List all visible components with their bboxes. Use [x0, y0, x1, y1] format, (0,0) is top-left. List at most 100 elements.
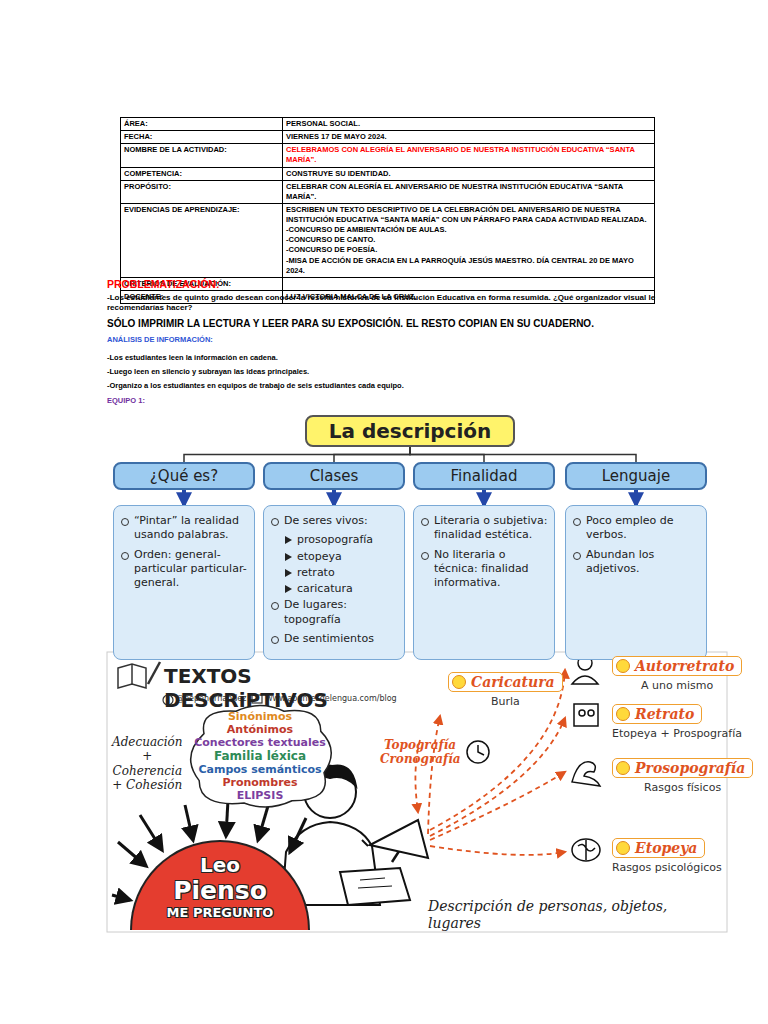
- table-cell: ÁREA:: [121, 118, 283, 131]
- bullet-item: caricatura: [269, 582, 399, 596]
- table-cell: VIERNES 17 DE MAYO 2024.: [283, 131, 655, 144]
- self-portrait-icon-part: [572, 676, 598, 684]
- bullet-dot: [573, 552, 581, 560]
- bullet-item: No literaria o técnica: finalidad inform…: [419, 548, 549, 591]
- bullet-dot: [271, 602, 279, 610]
- bullet-dot: [573, 518, 581, 526]
- dashed-arrow-part: [430, 772, 565, 840]
- callout-subtitle: Rasgos psicológicos: [612, 861, 722, 874]
- bullet-item: Abundan los adjetivos.: [571, 548, 701, 577]
- down-arrow: [182, 490, 186, 505]
- callout-box: Autorretrato: [612, 656, 742, 676]
- table-row: FECHA: VIERNES 17 DE MAYO 2024.: [121, 131, 655, 144]
- bullet-dot: [121, 518, 129, 526]
- tree-line: [334, 447, 410, 462]
- clock-icon-part: [467, 741, 489, 763]
- content-box: Poco empleo de verbos.Abundan los adjeti…: [565, 505, 707, 660]
- table-cell: FECHA:: [121, 131, 283, 144]
- category-box: Clases: [263, 462, 405, 490]
- brain-icon: [572, 839, 600, 861]
- image-caption: Descripción de personas, objetos, lugare…: [428, 898, 724, 932]
- table-cell-text: -CONCURSO DE AMBIENTACIÓN DE AULAS.: [286, 225, 651, 235]
- bullet-arrow: [285, 585, 292, 593]
- box-text: La descripción: [315, 419, 505, 443]
- dashed-arrow-part: [428, 716, 440, 834]
- portrait-frame-icon-part: [588, 710, 594, 716]
- callout-box: Prosopografía: [612, 758, 753, 778]
- dashed-arrow-part: [430, 846, 565, 855]
- table-cell: NOMBRE DE LA ACTIVIDAD:: [121, 144, 283, 167]
- box-text: Finalidad: [419, 467, 549, 485]
- content-box: Literaria o subjetiva: finalidad estétic…: [413, 505, 555, 660]
- bullet-dot: [271, 518, 279, 526]
- callout-subtitle: Rasgos físicos: [612, 781, 753, 794]
- table-cell: ESCRIBEN UN TEXTO DESCRIPTIVO DE LA CELE…: [283, 203, 655, 277]
- type-callout: ProsopografíaRasgos físicos: [612, 758, 753, 794]
- table-row: EVIDENCIAS DE APRENDIZAJE: ESCRIBEN UN TE…: [121, 203, 655, 277]
- table-cell-text: ÁREA:: [124, 119, 279, 129]
- brain-icon-part: [578, 840, 595, 860]
- box-text: ¿Qué es?: [119, 467, 249, 485]
- table-cell-text: -MISA DE ACCIÓN DE GRACIA EN LA PARROQUÍ…: [286, 256, 651, 276]
- tree-line: [410, 447, 636, 462]
- callout-heading: Autorretrato: [635, 658, 734, 674]
- arm-icon: [572, 762, 600, 786]
- book-icon-part: [118, 664, 146, 688]
- dashed-arrow-part: [430, 718, 565, 836]
- arm-icon-part: [572, 762, 600, 786]
- clock-icon-part: [478, 745, 484, 755]
- table-cell: PROPÓSITO:: [121, 180, 283, 203]
- vocabulary-word: Pronombres: [188, 776, 332, 789]
- callout-subtitle: Etopeya + Prospografía: [612, 727, 742, 740]
- step-text: -Organizo a los estudiantes en equipos d…: [107, 381, 667, 390]
- input-arrow-part: [258, 806, 268, 840]
- table-row: COMPETENCIA:CONSTRUYE SU IDENTIDAD.: [121, 167, 655, 180]
- bullet-item: Literaria o subjetiva: finalidad estétic…: [419, 514, 549, 543]
- vocabulary-word: Familia léxica: [188, 749, 332, 763]
- category-box: Finalidad: [413, 462, 555, 490]
- box-text: Clases: [269, 467, 399, 485]
- category-box: ¿Qué es?: [113, 462, 255, 490]
- bullet-dot: [121, 552, 129, 560]
- lightbulb-icon: [616, 707, 630, 721]
- bullet-item: De seres vivos:: [269, 514, 399, 528]
- megaphone-part: [362, 840, 368, 846]
- down-arrow: [482, 490, 486, 505]
- bullet-item: “Pintar” la realidad usando palabras.: [119, 514, 249, 543]
- table-cell-text: ESCRIBEN UN TEXTO DESCRIPTIVO DE LA CELE…: [286, 205, 651, 225]
- type-callout: CaricaturaBurla: [448, 672, 563, 708]
- bullet-dot: [271, 636, 279, 644]
- table-cell-text: FECHA:: [124, 132, 279, 142]
- table-cell-text: CELEBRAR CON ALEGRÍA EL ANIVERSARIO DE N…: [286, 182, 651, 202]
- table-row: NOMBRE DE LA ACTIVIDAD:CELEBRAMOS CON AL…: [121, 144, 655, 167]
- callout-heading: Etopeya: [635, 840, 697, 856]
- bullet-item: etopeya: [269, 550, 399, 564]
- reading-step: ME PREGUNTO: [132, 906, 308, 921]
- header-table: ÁREA: PERSONAL SOCIAL. FECHA: VIERNES 17 DE…: [120, 117, 655, 304]
- image-frame: [107, 652, 727, 932]
- lightbulb-icon: [452, 675, 466, 689]
- callout-box: Retrato: [612, 704, 702, 724]
- vocabulary-word: Sinónimos: [188, 710, 332, 723]
- team-heading: EQUIPO 1:: [107, 396, 307, 405]
- self-portrait-icon: [572, 656, 598, 684]
- input-arrow-part: [118, 842, 146, 866]
- table-cell: PERSONAL SOCIAL.: [283, 118, 655, 131]
- lightbulb-icon: [616, 841, 630, 855]
- bullet-item: De lugares: topografía: [269, 598, 399, 627]
- down-arrow: [634, 490, 638, 505]
- input-arrow-part: [140, 815, 162, 850]
- reading-step: Pienso: [132, 877, 308, 906]
- lightbulb-icon: [616, 659, 630, 673]
- bullet-dot: [421, 518, 429, 526]
- table-cell-text: COMPETENCIA:: [124, 169, 279, 179]
- megaphone-part: [370, 820, 428, 858]
- input-arrow-part: [185, 805, 193, 840]
- table-cell-text: EVIDENCIAS DE APRENDIZAJE:: [124, 205, 279, 215]
- vocabulary-cloud: SinónimosAntónimosConectores textualesFa…: [180, 700, 340, 812]
- bullet-item: prosopografía: [269, 533, 399, 547]
- portrait-frame-icon: [574, 704, 598, 726]
- problem-text: -Los estudiantes de quinto grado desean …: [107, 293, 682, 312]
- reading-step: Leo: [132, 854, 308, 877]
- table-cell-text: -CONCURSO DE CANTO.: [286, 235, 651, 245]
